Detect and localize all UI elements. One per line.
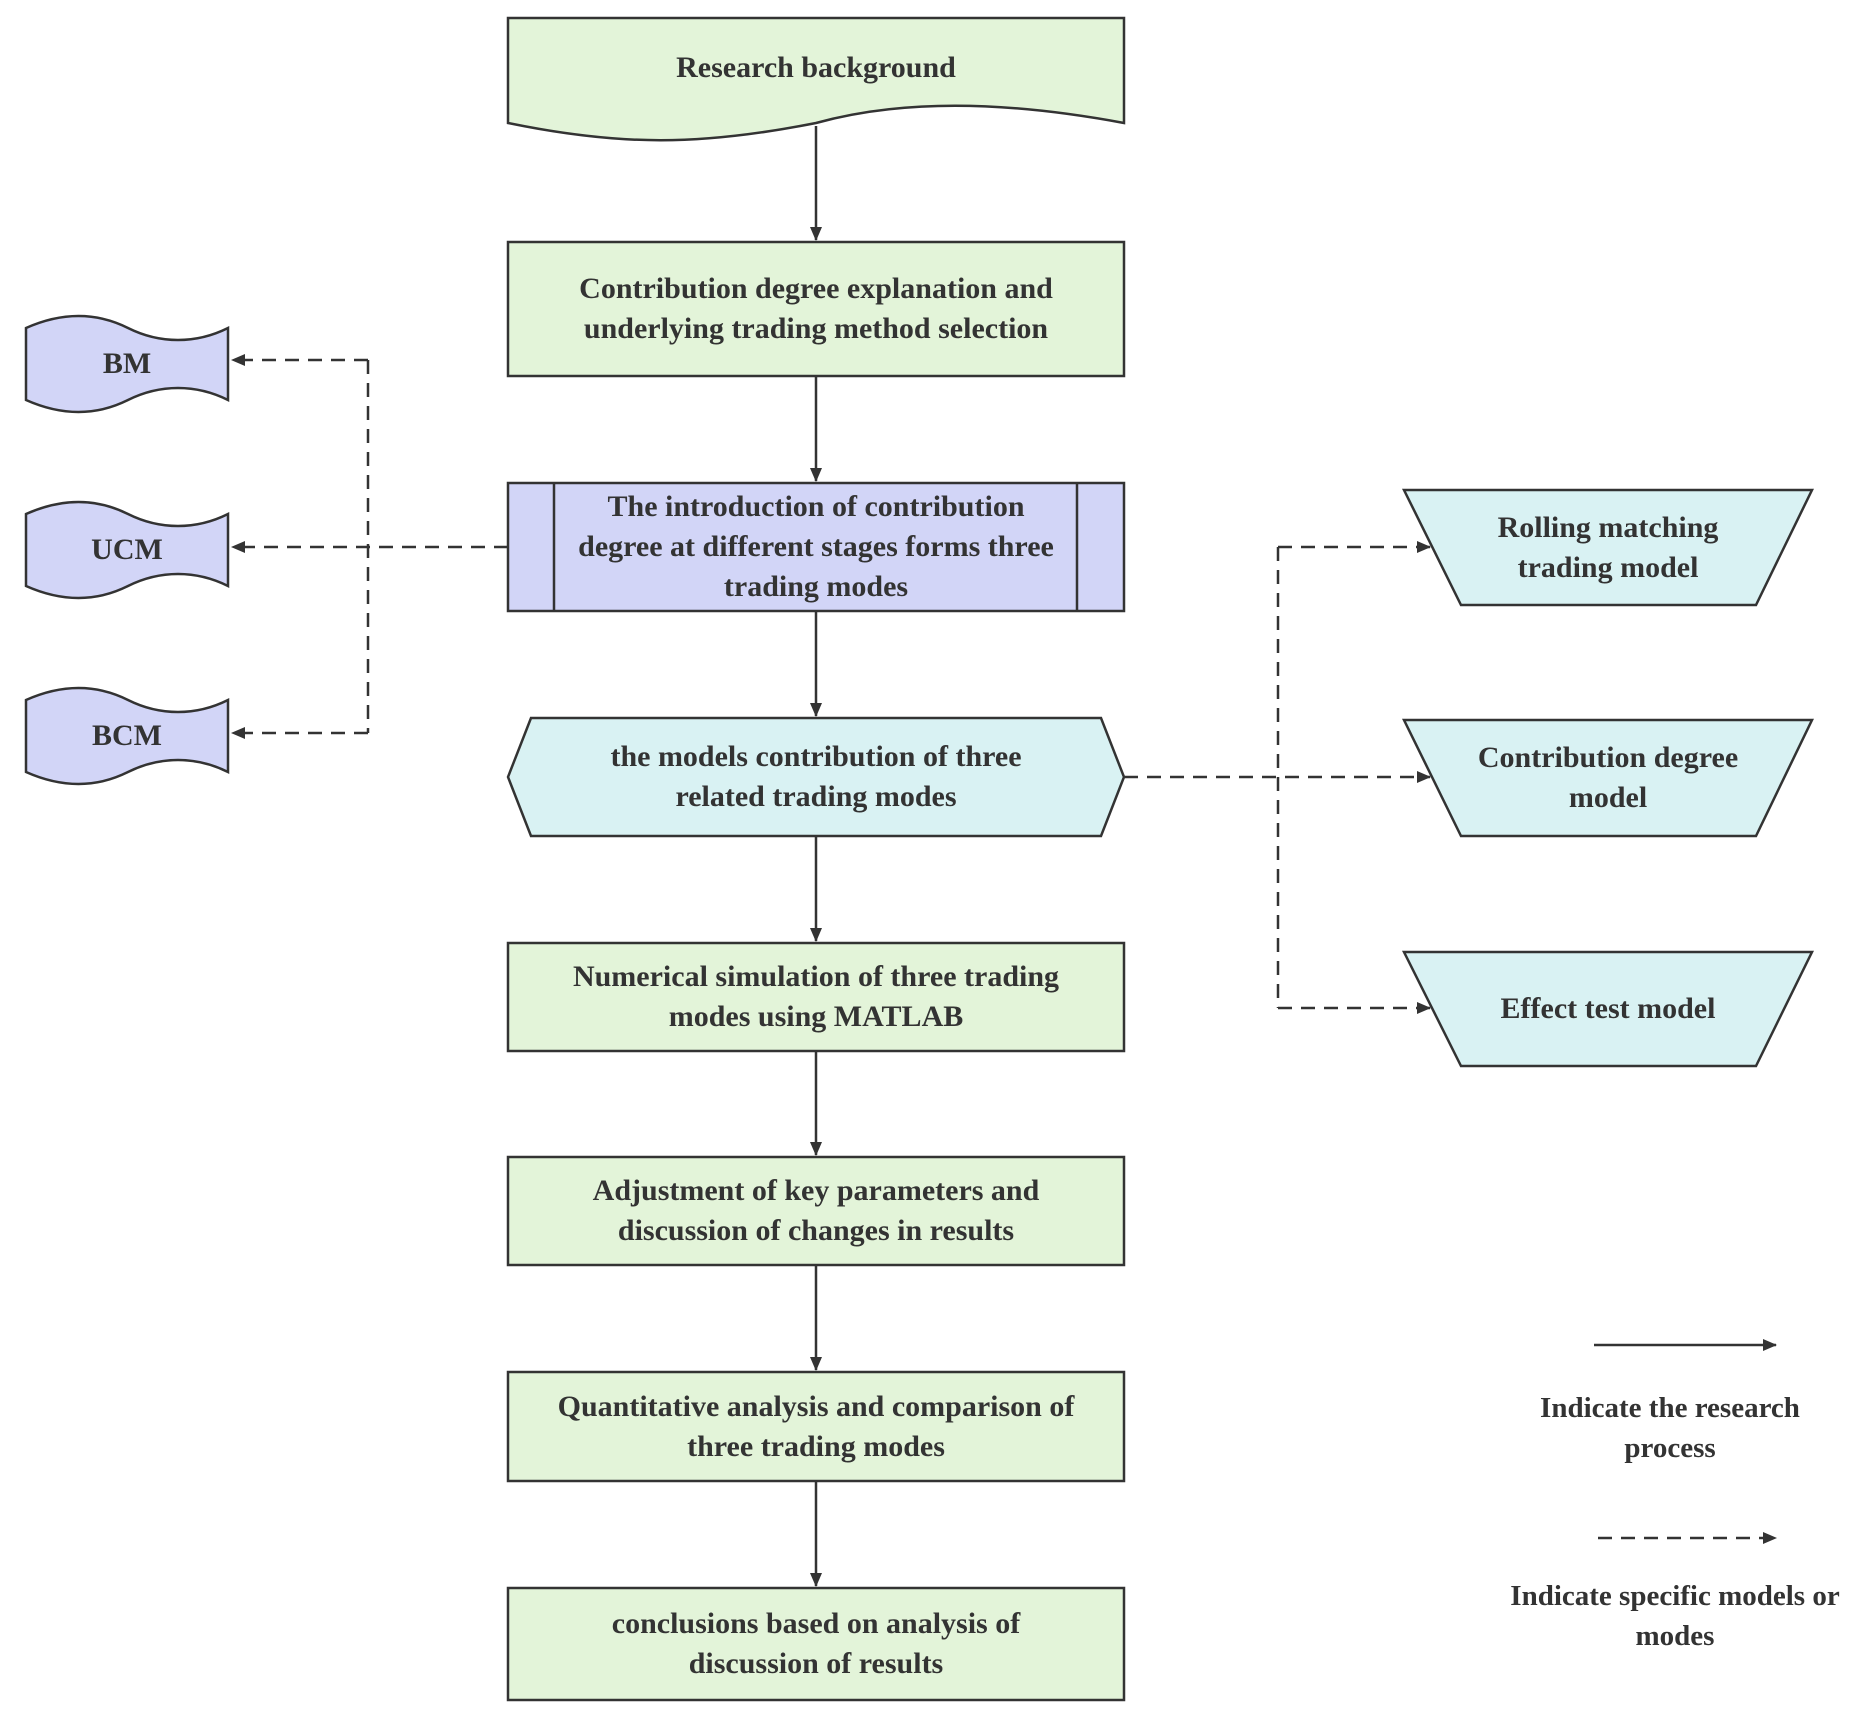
models-contribution-label: the models contribution of three related… xyxy=(610,740,1022,813)
legend-solid-label: Indicate the research process xyxy=(1540,1392,1800,1464)
conclusions-label: conclusions based on analysis of discuss… xyxy=(611,1607,1021,1680)
bcm-mode-shape xyxy=(24,686,230,786)
ucm-mode-label: UCM xyxy=(91,533,163,566)
contribution-explanation-shape xyxy=(506,240,1126,378)
contribution-explanation-label: Contribution degree explanation and unde… xyxy=(579,272,1053,345)
dashed-connectors-left xyxy=(231,354,508,739)
research-background-shape xyxy=(506,16,1126,142)
introduction-stages-shape xyxy=(506,481,1126,613)
bcm-mode-label: BCM xyxy=(92,719,162,752)
adjustment-parameters-label: Adjustment of key parameters and discuss… xyxy=(592,1174,1040,1247)
dashed-connectors-right xyxy=(1124,541,1431,1014)
quantitative-analysis-label: Quantitative analysis and comparison of … xyxy=(557,1389,1075,1463)
numerical-simulation-label: Numerical simulation of three trading mo… xyxy=(572,960,1060,1033)
conclusions-shape xyxy=(506,1586,1126,1702)
legend-dashed-label: Indicate specific models or modes xyxy=(1510,1580,1840,1652)
bm-mode-shape xyxy=(24,314,230,414)
effect-test-model-shape xyxy=(1401,950,1815,1068)
research-background-label: Research background xyxy=(676,51,956,84)
numerical-simulation-shape xyxy=(506,941,1126,1053)
rolling-matching-model-shape xyxy=(1401,488,1814,607)
ucm-mode-shape xyxy=(24,500,230,600)
introduction-stages-label: The introduction of contribution degree … xyxy=(578,490,1054,603)
effect-test-model-label: Effect test model xyxy=(1500,992,1716,1025)
quantitative-analysis-shape xyxy=(506,1370,1126,1483)
models-contribution-shape xyxy=(506,716,1126,838)
adjustment-parameters-shape xyxy=(506,1155,1126,1267)
rolling-matching-model-label: Rolling matching trading model xyxy=(1497,510,1719,584)
bm-mode-label: BM xyxy=(102,347,152,380)
contribution-degree-model-shape xyxy=(1401,718,1814,838)
contribution-degree-model-label: Contribution degree model xyxy=(1477,741,1739,814)
